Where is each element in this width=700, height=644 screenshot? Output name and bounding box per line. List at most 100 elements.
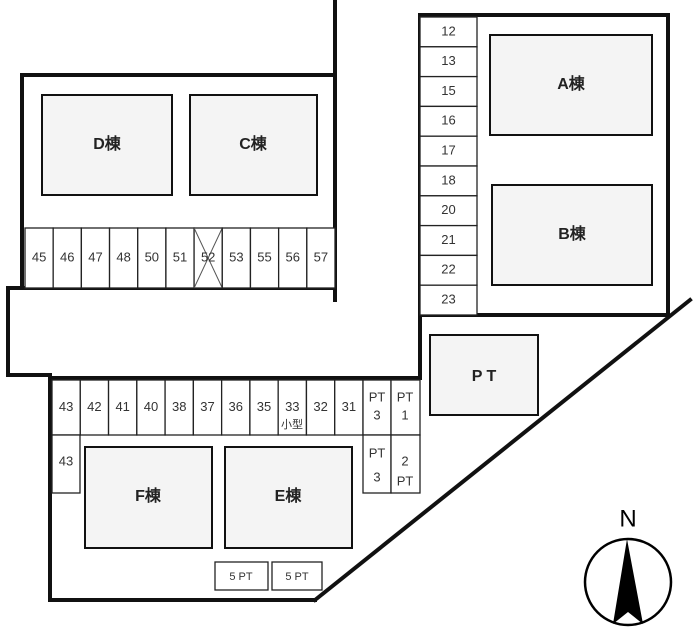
building-a-label: A棟 [557, 74, 586, 93]
parking-space: 57 [306, 227, 336, 289]
parking-space: 33 [277, 379, 308, 436]
parking-space: 35 [249, 379, 279, 436]
space-label: 57 [314, 249, 328, 264]
building-d: D棟 [41, 94, 173, 196]
north-label: N [619, 505, 636, 532]
space-label: 35 [257, 399, 271, 414]
parking-column-right: 12 13 15 16 17 18 20 21 22 23 [419, 16, 478, 316]
space-label: PT [397, 389, 414, 404]
parking-space: 51 [165, 227, 195, 289]
parking-space: 15 [419, 75, 478, 108]
building-b: B棟 [491, 184, 653, 286]
space-label: 33 [285, 399, 299, 414]
space-label: PT [369, 445, 386, 460]
unavailable-cross-icon [193, 227, 223, 289]
space-label: 22 [441, 262, 455, 277]
parking-space: 31 [334, 379, 364, 436]
building-d-label: D棟 [93, 134, 122, 153]
space-label: 31 [342, 399, 356, 414]
space-label: 37 [200, 399, 214, 414]
space-label: 15 [441, 83, 455, 98]
space-label: 50 [145, 249, 159, 264]
space-label: 3 [373, 469, 380, 484]
space-label: 53 [229, 249, 243, 264]
parking-space: 45 [24, 227, 54, 289]
space-label: 47 [88, 249, 102, 264]
space-label: 3 [373, 407, 380, 422]
parking-space: 16 [419, 105, 478, 137]
space-label: 5 PT [285, 571, 309, 583]
pt-area-label: P T [472, 368, 497, 385]
parking-space: 41 [107, 379, 138, 436]
space-label: 12 [441, 23, 455, 38]
parking-space: 48 [108, 227, 139, 289]
space-label: 5 PT [229, 571, 253, 583]
parking-space: 52 [193, 227, 223, 289]
space-label: PT [397, 473, 414, 488]
north-arrow-icon [613, 539, 643, 624]
building-f: F棟 [84, 446, 213, 549]
parking-space: 47 [80, 227, 111, 289]
space-label: 55 [257, 249, 271, 264]
building-e: E棟 [224, 446, 353, 549]
building-a: A棟 [489, 34, 653, 136]
building-c: C棟 [189, 94, 318, 196]
space-label: 43 [59, 399, 73, 414]
parking-space: 55 [249, 227, 280, 289]
space-label: 1 [401, 407, 408, 422]
parking-5pt-left: 5 PT [214, 561, 269, 591]
parking-space: 20 [419, 195, 478, 227]
building-f-label: F棟 [135, 486, 162, 505]
space-label: 43 [59, 453, 73, 468]
north-compass: N [583, 505, 673, 627]
parking-5pt-right: 5 PT [271, 561, 323, 591]
parking-space: 12 [419, 16, 478, 48]
space-label: 52 [201, 249, 215, 264]
parking-space: 23 [419, 284, 478, 316]
space-label: 46 [60, 249, 74, 264]
space-label: 2 [401, 453, 408, 468]
space-label: PT [369, 389, 386, 404]
parking-space: 21 [419, 224, 478, 257]
parking-space: 43 [51, 379, 81, 436]
parking-space: 53 [221, 227, 252, 289]
space-label: 56 [285, 249, 299, 264]
space-label: 17 [441, 143, 455, 158]
space-label: 20 [441, 202, 455, 217]
parking-space: 46 [52, 227, 83, 289]
parking-space: 32 [305, 379, 336, 436]
parking-row-top: 45 46 47 48 50 51 52 53 55 56 57 [24, 227, 336, 289]
space-label: 41 [115, 399, 129, 414]
building-c-label: C棟 [239, 134, 268, 153]
space-label: 42 [87, 399, 101, 414]
parking-space: 56 [277, 227, 308, 289]
space-label: 13 [441, 53, 455, 68]
parking-space: 22 [419, 254, 478, 286]
parking-space: 13 [419, 46, 478, 78]
building-e-label: E棟 [275, 486, 303, 505]
parking-pt3-top: PT 3 [362, 379, 392, 436]
space-label: 23 [441, 292, 455, 307]
space-label: 16 [441, 113, 455, 128]
parking-pt2: 2 PT [390, 434, 421, 494]
space-label: 51 [173, 249, 187, 264]
space-label: 18 [441, 172, 455, 187]
parking-space: 38 [164, 379, 195, 436]
parking-row-bottom: 43 42 41 40 38 37 36 35 33 32 31 [51, 379, 364, 436]
parking-space: 37 [192, 379, 223, 436]
parking-pt3-bottom: PT 3 [362, 434, 392, 494]
space-label: 38 [172, 399, 186, 414]
space-label: 21 [441, 232, 455, 247]
parking-space: 36 [220, 379, 251, 436]
parking-space: 42 [79, 379, 110, 436]
parking-space: 18 [419, 165, 478, 197]
parking-43-lower: 43 [51, 434, 81, 494]
parking-space: 50 [137, 227, 167, 289]
space-label: 48 [116, 249, 130, 264]
pt-area: P T [429, 334, 539, 416]
space-label: 40 [144, 399, 158, 414]
space-label: 45 [32, 249, 46, 264]
parking-space: 17 [419, 135, 478, 167]
parking-space: 40 [136, 379, 166, 436]
